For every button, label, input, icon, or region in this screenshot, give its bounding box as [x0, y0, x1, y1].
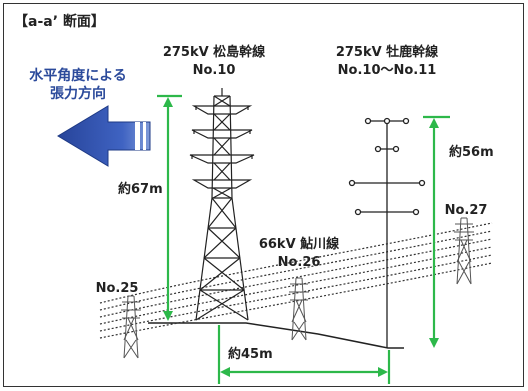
tower-no27-label: No.27 — [445, 203, 488, 218]
tower-no27 — [454, 217, 474, 285]
height-56m-label: 約56m — [449, 144, 494, 160]
ground-line — [148, 322, 404, 349]
oshika-pole — [348, 117, 426, 348]
distance-45m-label: 約45m — [228, 346, 273, 362]
section-title: 【a-a’ 断面】 — [14, 13, 105, 30]
diagram-frame — [3, 3, 524, 387]
tower-matsushima-no-label: No.10 — [193, 63, 236, 78]
tower-ayukawa-line-label: 66kV 鮎川線 — [259, 236, 340, 252]
tower-ayukawa-no-label: No.26 — [278, 255, 321, 270]
tension-label-line2: 張力方向 — [50, 85, 106, 102]
tower-no25 — [121, 295, 141, 359]
tension-label-line1: 水平角度による — [29, 67, 127, 84]
tower-oshika-no-label: No.10～No.11 — [338, 63, 437, 78]
ayukawa-tower-no26 — [289, 277, 309, 341]
tower-matsushima-line-label: 275kV 松島幹線 — [163, 44, 266, 60]
tower-oshika-line-label: 275kV 牡鹿幹線 — [336, 44, 439, 60]
tower-no25-label: No.25 — [96, 281, 139, 296]
height-67m-dimension — [157, 94, 182, 321]
distance-45m-dimension — [217, 325, 391, 384]
matsushima-tower — [189, 88, 255, 321]
height-56m-dimension — [423, 115, 450, 348]
height-67m-label: 約67m — [118, 181, 163, 197]
ayukawa-conductors — [99, 222, 493, 339]
tension-direction-arrow — [57, 105, 151, 167]
